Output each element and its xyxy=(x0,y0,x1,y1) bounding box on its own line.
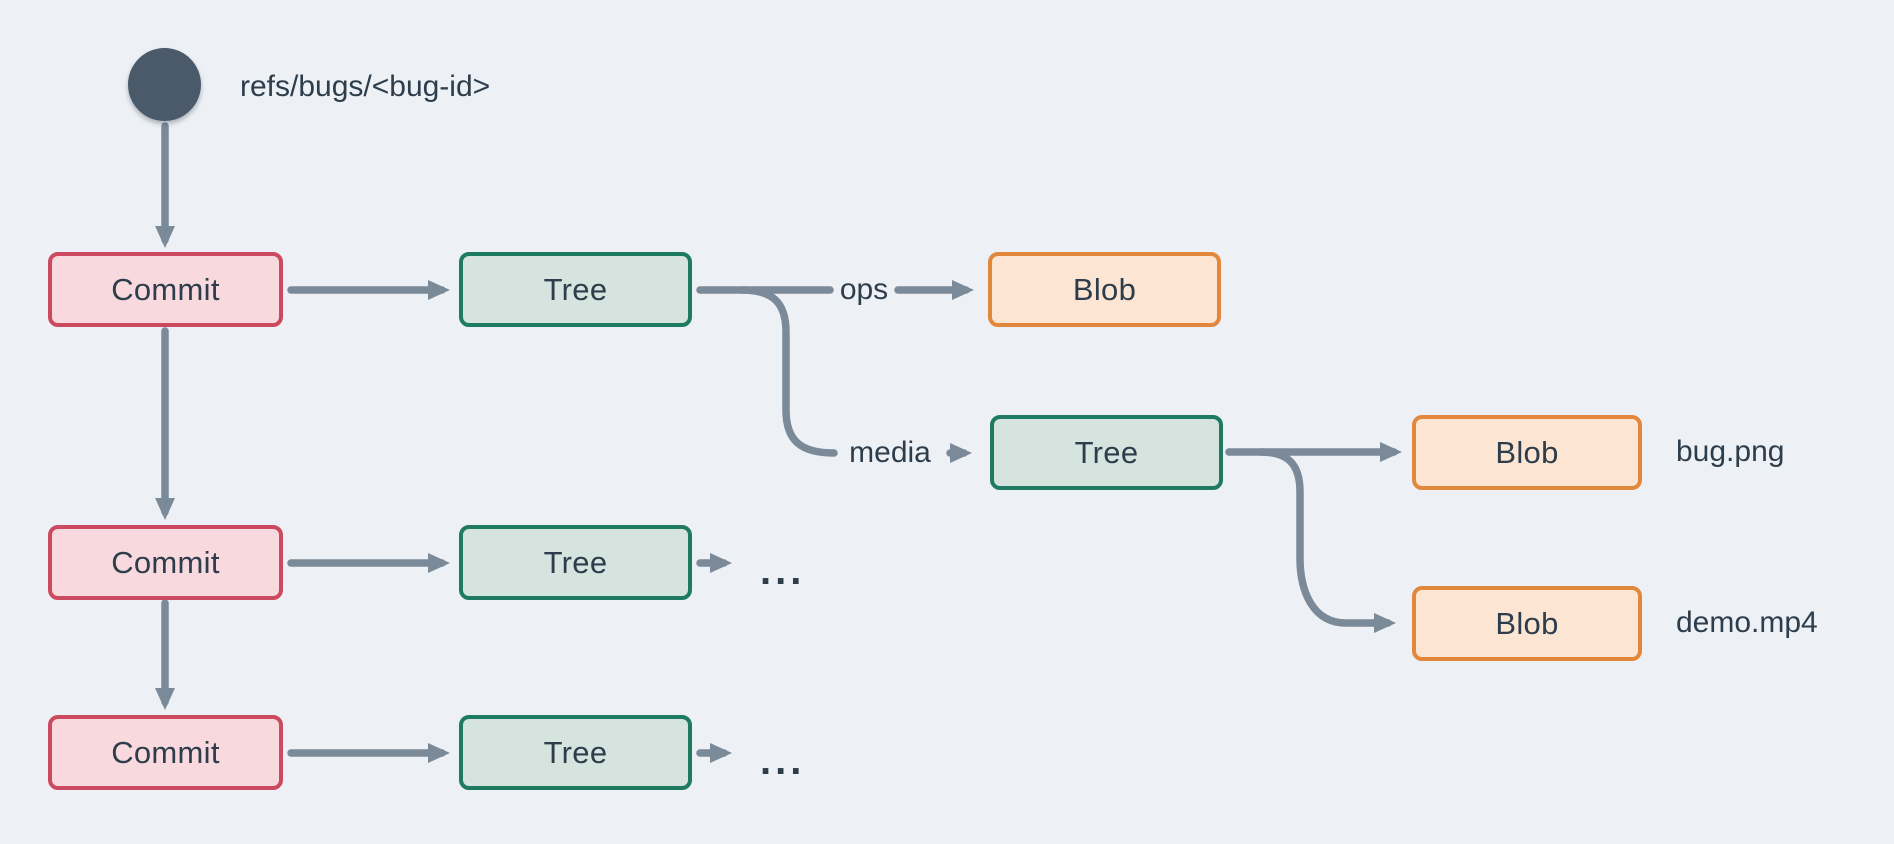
file-label-bug-png: bug.png xyxy=(1676,435,1785,468)
branch-ref-label: refs/bugs/<bug-id> xyxy=(240,70,491,103)
edge-label-ops: ops xyxy=(839,273,889,306)
commit-node-3: Commit xyxy=(48,715,283,790)
ellipsis-after-tree3: ... xyxy=(760,739,806,783)
file-label-demo-mp4: demo.mp4 xyxy=(1676,606,1818,639)
commit-node-1: Commit xyxy=(48,252,283,327)
blob-node-demo: Blob xyxy=(1412,586,1642,661)
tree-node-media: Tree xyxy=(990,415,1223,490)
edge-label-media: media xyxy=(849,436,931,469)
commit-node-2: Commit xyxy=(48,525,283,600)
ellipsis-after-tree2: ... xyxy=(760,549,806,593)
tree-node-1: Tree xyxy=(459,252,692,327)
tree-node-2: Tree xyxy=(459,525,692,600)
edge-tree1-branch-to-media-label xyxy=(738,286,838,457)
edge-mediatree-branch-to-demo-blob xyxy=(1256,448,1396,633)
blob-node-ops: Blob xyxy=(988,252,1221,327)
branch-ref-node xyxy=(128,48,201,121)
tree-node-3: Tree xyxy=(459,715,692,790)
blob-node-bug: Blob xyxy=(1412,415,1642,490)
